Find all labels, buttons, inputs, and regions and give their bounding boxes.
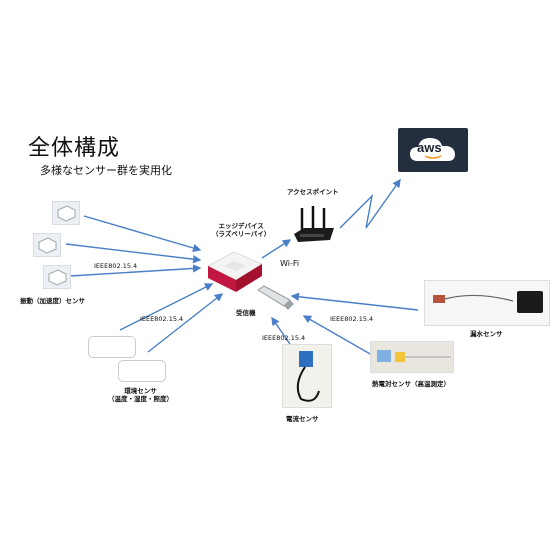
edge-device-label: エッジデバイス （ラズベリーパイ）	[212, 222, 271, 239]
raspberry-pi-icon	[206, 251, 264, 292]
current-sensor-label: 電流センサ	[286, 415, 319, 423]
router-icon	[294, 206, 334, 242]
arrow-internet	[339, 178, 401, 229]
thermocouple-sensor-label: 熱電対センサ（高温測定）	[372, 380, 450, 388]
arrow-vibration-3	[69, 264, 202, 277]
environment-sensor-image-1	[88, 336, 136, 358]
protocol-label-receiver: IEEE802.15.4	[262, 334, 306, 342]
current-sensor-image	[282, 344, 332, 408]
wifi-label: Wi-Fi	[280, 259, 300, 268]
aws-cloud-box: aws	[398, 128, 468, 172]
protocol-label-left-upper: IEEE802.15.4	[94, 262, 138, 270]
vibration-sensor-image-2	[33, 233, 61, 257]
arrow-vibration-2	[65, 243, 202, 264]
arrow-leak	[290, 292, 419, 311]
leak-sensor-label: 漏水センサ	[470, 330, 503, 338]
arrow-current	[271, 316, 291, 345]
vibration-sensor-label: 振動（加速度）センサ	[20, 297, 85, 305]
arrow-wifi	[261, 239, 292, 259]
page-subtitle: 多様なセンサー群を実用化	[40, 164, 172, 177]
page-title: 全体構成	[28, 136, 121, 161]
aws-logo-text: aws	[417, 140, 442, 155]
protocol-label-right: IEEE802.15.4	[330, 315, 374, 323]
arrow-env-1	[119, 283, 214, 331]
receiver-label: 受信機	[236, 309, 256, 317]
environment-sensor-image-2	[118, 360, 166, 382]
protocol-label-left-lower: IEEE802.15.4	[140, 315, 184, 323]
vibration-sensor-image-1	[52, 201, 80, 225]
leak-sensor-image	[424, 280, 550, 326]
arrow-env-2	[147, 293, 224, 353]
arrow-vibration-1	[83, 215, 202, 253]
cloud-icon	[410, 138, 455, 161]
vibration-sensor-image-3	[43, 265, 71, 289]
usb-receiver-icon	[257, 285, 294, 310]
access-point-label: アクセスポイント	[287, 188, 339, 196]
environment-sensor-label: 環境センサ （温度・湿度・照度）	[108, 387, 173, 404]
thermocouple-sensor-image	[370, 341, 454, 373]
